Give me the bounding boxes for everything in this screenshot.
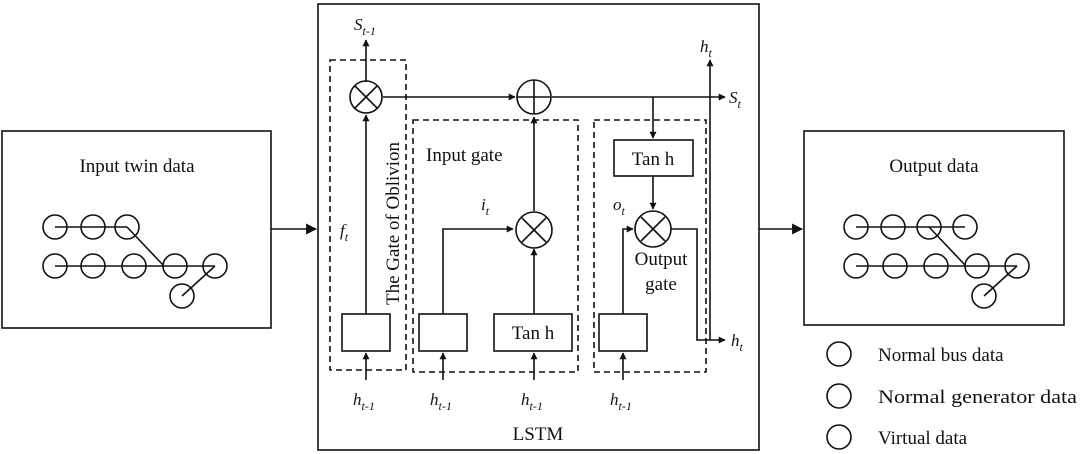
forget-sigma-block (341, 313, 391, 352)
s-t-label: St (729, 88, 742, 111)
lstm-label: LSTM (513, 424, 564, 445)
output-gate-label-line1: Output (635, 249, 689, 270)
output-node (880, 214, 906, 240)
h-t-top-label: ht (700, 37, 713, 60)
output-node (916, 214, 942, 240)
forget-gate-region (329, 59, 407, 371)
output-node (882, 253, 908, 279)
input-gate-label: Input gate (426, 145, 503, 166)
input-tanh-label: Tan h (512, 323, 555, 344)
legend: Normal bus data Normal generator data Vi… (826, 341, 1078, 450)
output-graph (843, 214, 1030, 309)
output-node (964, 253, 990, 279)
input-node (114, 214, 140, 240)
input-node (80, 253, 106, 279)
output-data-title: Output data (889, 156, 979, 177)
s-prev-label: St-1 (354, 15, 376, 38)
f-t-label: ft (340, 221, 349, 244)
o-t-label: ot (613, 195, 626, 218)
legend-generator-swatch (826, 383, 852, 409)
output-gate-label-line2: gate (645, 274, 677, 295)
output-node (971, 283, 997, 309)
input-node (80, 214, 106, 240)
input-node (42, 214, 68, 240)
input-gate-region (412, 119, 579, 373)
output-node (843, 214, 869, 240)
input-node (121, 253, 147, 279)
h-prev-label: ht-1 (610, 390, 632, 413)
i-t-label: it (481, 195, 490, 218)
forget-multiply-node (349, 80, 383, 114)
lstm-box (317, 3, 760, 451)
h-prev-label: ht-1 (521, 390, 543, 413)
legend-bus-swatch (826, 341, 852, 367)
legend-virtual-label: Virtual data (878, 428, 968, 449)
output-sigma-block (598, 313, 648, 352)
output-node (952, 214, 978, 240)
output-node (923, 253, 949, 279)
input-multiply-node (515, 211, 553, 249)
input-sigma-block (418, 313, 468, 352)
h-t-bottom-label: ht (731, 331, 744, 354)
output-node (1004, 253, 1030, 279)
input-node (169, 283, 195, 309)
input-data-title: Input twin data (79, 156, 195, 177)
input-node (202, 253, 228, 279)
legend-virtual-swatch (826, 424, 852, 450)
add-node (516, 79, 552, 115)
output-data-box (803, 130, 1065, 326)
h-prev-inputs: ht-1 ht-1 ht-1 ht-1 (353, 352, 632, 413)
legend-generator-label: Normal generator data (878, 387, 1078, 408)
input-node (42, 253, 68, 279)
h-prev-label: ht-1 (353, 390, 375, 413)
output-multiply-node (634, 210, 672, 248)
output-node (843, 253, 869, 279)
input-tanh-block (493, 313, 573, 352)
output-gate-region (593, 119, 707, 373)
forget-gate-label: The Gate of Oblivion (383, 141, 404, 305)
h-prev-label: ht-1 (430, 390, 452, 413)
input-node (162, 253, 188, 279)
input-graph (42, 214, 228, 309)
output-tanh-label: Tan h (632, 149, 675, 170)
legend-bus-label: Normal bus data (878, 345, 1004, 366)
